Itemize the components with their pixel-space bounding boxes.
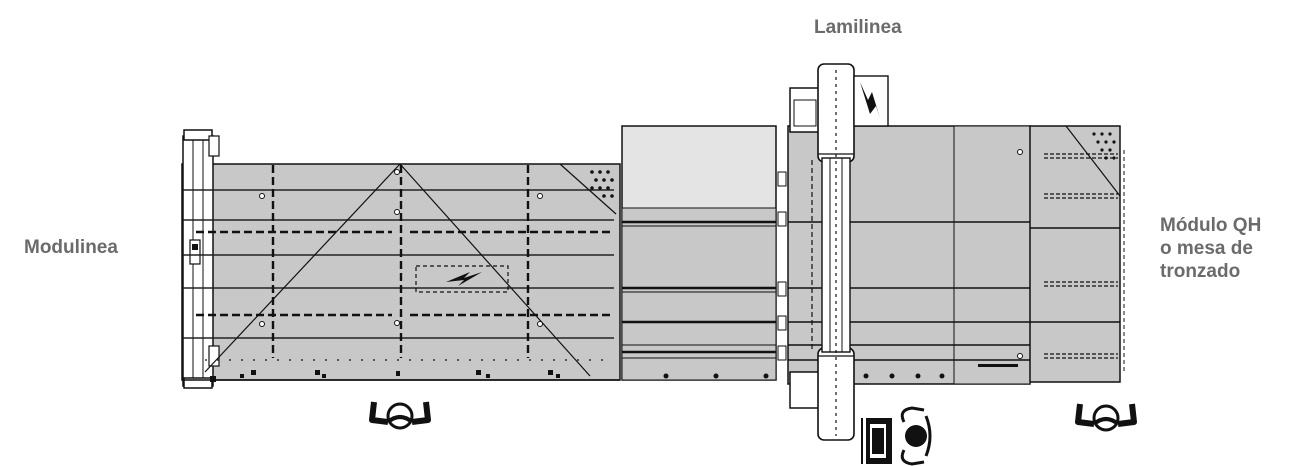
- lamilinea-lightning-icon: [860, 82, 880, 118]
- modulo-qh-table: [1029, 125, 1125, 383]
- lightning-warning-box: [415, 265, 509, 293]
- lamilinea-table: [777, 63, 1031, 441]
- lightning-warning-icon: [446, 272, 482, 286]
- modulo-qh-label-line-3: tronzado: [1160, 261, 1241, 282]
- operator-icon: [900, 406, 932, 466]
- middle-conveyor-section: [621, 125, 777, 381]
- modulo-qh-label: Módulo QH o mesa de tronzado: [1160, 214, 1261, 283]
- operator-icon: [1075, 403, 1137, 432]
- modulinea-label: Modulinea: [24, 237, 118, 258]
- control-console-icon: [861, 418, 892, 464]
- gantry-motor-bottom: [789, 371, 821, 409]
- modulo-qh-label-line-2: o mesa de: [1160, 238, 1253, 259]
- operator-icon: [369, 401, 431, 430]
- lamilinea-label: Lamilinea: [814, 17, 902, 38]
- modulo-qh-label-line-1: Módulo QH: [1160, 215, 1262, 236]
- modulinea-table: [181, 129, 621, 389]
